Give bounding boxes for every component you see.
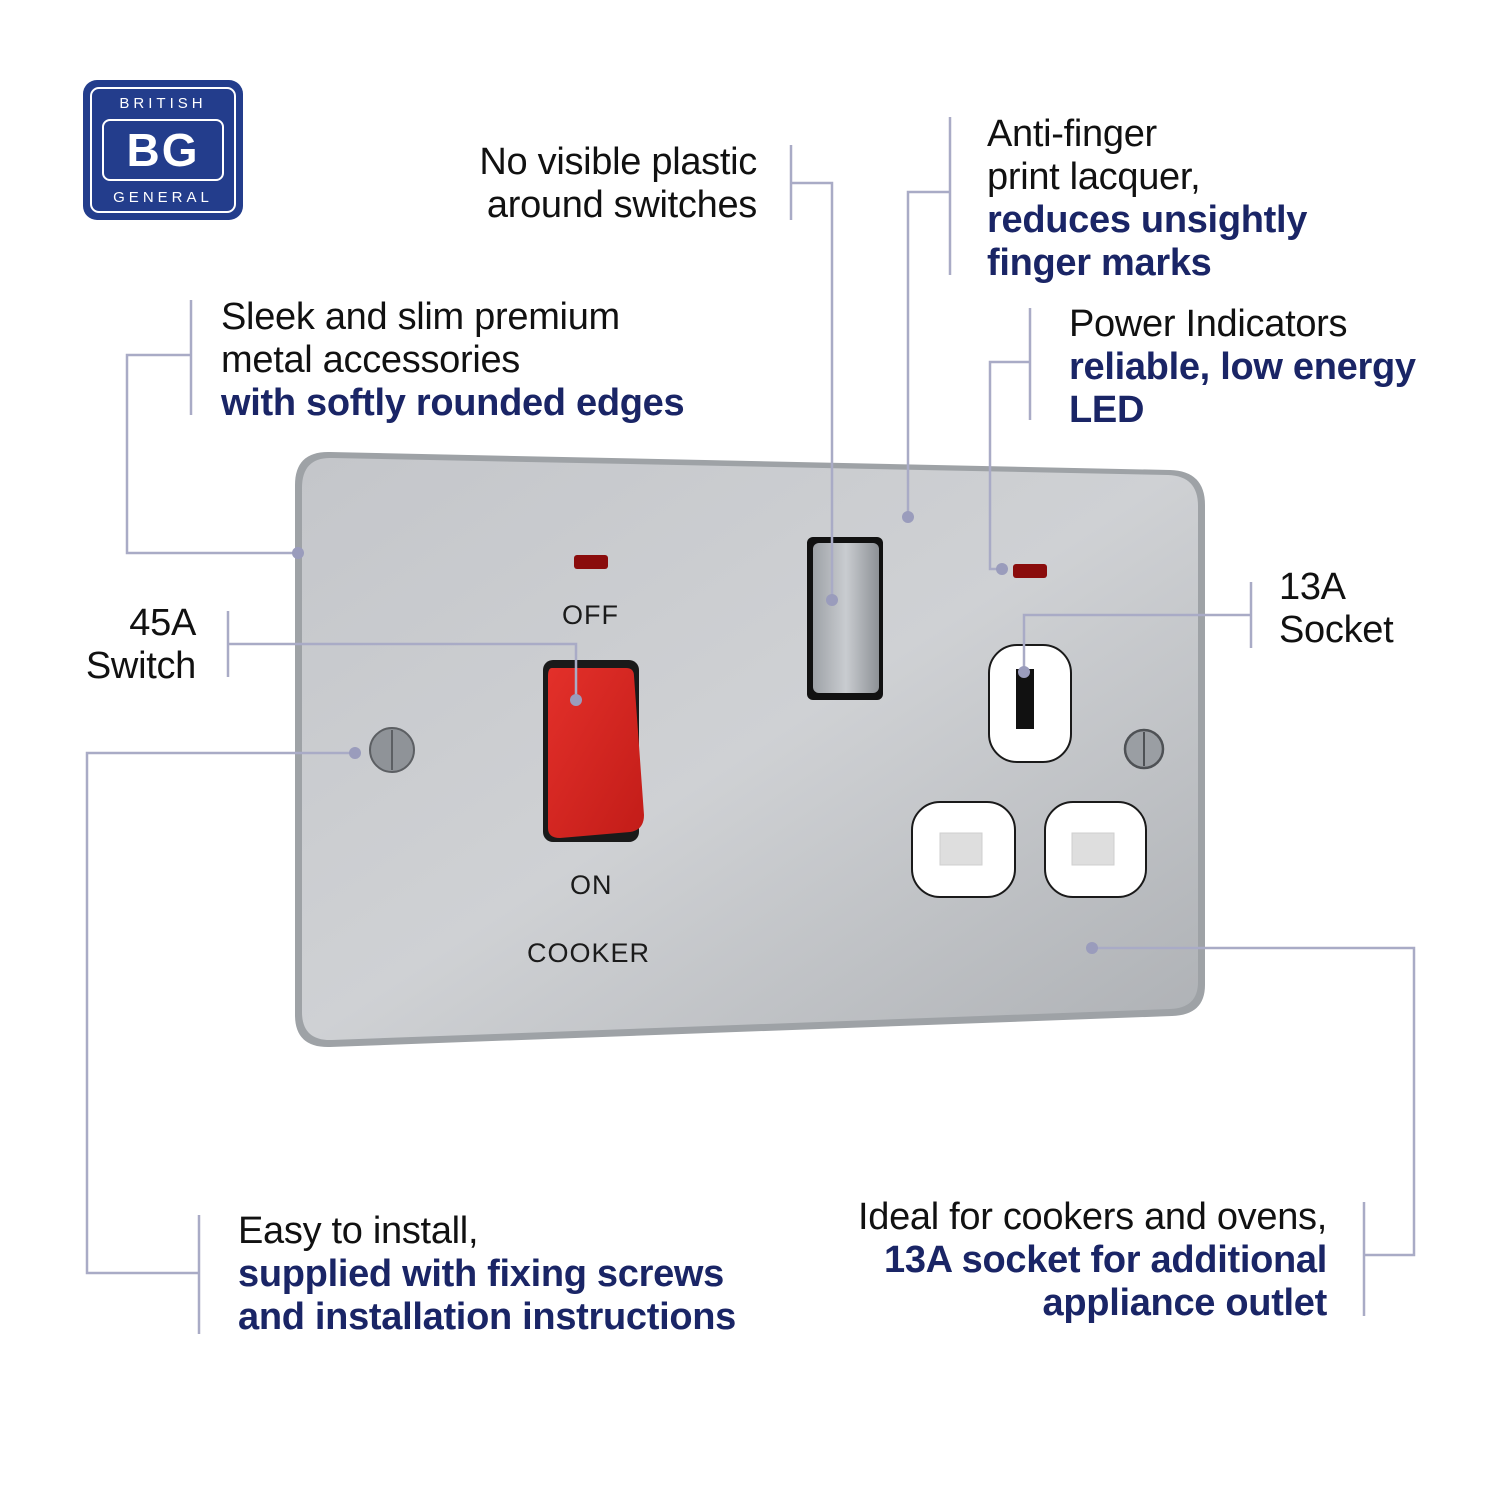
callout-45a-switch: 45A Switch: [60, 602, 196, 688]
socket-led-indicator: [1013, 564, 1047, 578]
logo-top-text: BRITISH: [119, 95, 207, 112]
cooker-switch-rocker[interactable]: [543, 660, 644, 842]
callout-highlight: supplied with fixing screws: [238, 1253, 724, 1295]
callout-sleek: Sleek and slim premium metal accessories…: [221, 296, 741, 425]
callout-highlight: appliance outlet: [1042, 1282, 1328, 1324]
label-cooker: COOKER: [527, 938, 651, 968]
callout-easy-install: Easy to install, supplied with fixing sc…: [238, 1210, 798, 1339]
callout-text: Ideal for cookers and ovens,: [858, 1196, 1327, 1238]
faceplate: [295, 451, 1205, 1048]
cooker-led-indicator: [574, 555, 608, 569]
callout-text: No visible plastic: [479, 141, 757, 183]
callout-text: print lacquer,: [987, 156, 1201, 198]
callout-highlight: with softly rounded edges: [221, 382, 685, 424]
callout-highlight: LED: [1069, 389, 1145, 431]
callout-text: Socket: [1279, 609, 1394, 651]
callout-text: Switch: [85, 645, 196, 687]
callout-dots: [292, 511, 1098, 954]
logo-bottom-text: GENERAL: [113, 189, 213, 206]
callout-ideal-for-cookers: Ideal for cookers and ovens, 13A socket …: [760, 1196, 1327, 1325]
socket-neutral-pin: [1044, 801, 1147, 898]
callout-text: Power Indicators: [1069, 303, 1348, 345]
callout-highlight: reliable, low energy: [1069, 346, 1416, 388]
callout-power-indicators: Power Indicators reliable, low energy LE…: [1069, 303, 1489, 432]
callout-13a-socket: 13A Socket: [1279, 566, 1479, 652]
callout-text: 13A: [1279, 566, 1346, 608]
logo-frame: BRITISH BG GENERAL: [90, 87, 236, 213]
callout-text: metal accessories: [221, 339, 521, 381]
fixing-screw-right: [1123, 728, 1165, 770]
callout-text: around switches: [486, 184, 757, 226]
callout-highlight: and installation instructions: [238, 1296, 737, 1338]
fixing-screw-left: [369, 727, 415, 773]
socket-switch-rocker[interactable]: [807, 537, 883, 700]
socket-live-pin: [911, 801, 1016, 898]
callout-no-plastic: No visible plastic around switches: [420, 141, 757, 227]
callout-highlight: 13A socket for additional: [884, 1239, 1327, 1281]
logo-mark-box: BG: [102, 119, 224, 181]
callout-highlight: reduces unsightly: [987, 199, 1308, 241]
label-off: OFF: [562, 600, 619, 630]
callout-text: Anti-finger: [987, 113, 1157, 155]
label-on: ON: [570, 870, 613, 900]
callout-anti-finger: Anti-finger print lacquer, reduces unsig…: [987, 113, 1407, 285]
british-general-logo: BRITISH BG GENERAL: [83, 80, 243, 220]
logo-mark-text: BG: [126, 124, 200, 176]
callout-text: 45A: [129, 602, 196, 644]
socket-earth-pin: [988, 644, 1072, 763]
callout-text: Sleek and slim premium: [221, 296, 620, 338]
callout-text: Easy to install,: [238, 1210, 479, 1252]
callout-highlight: finger marks: [987, 242, 1212, 284]
